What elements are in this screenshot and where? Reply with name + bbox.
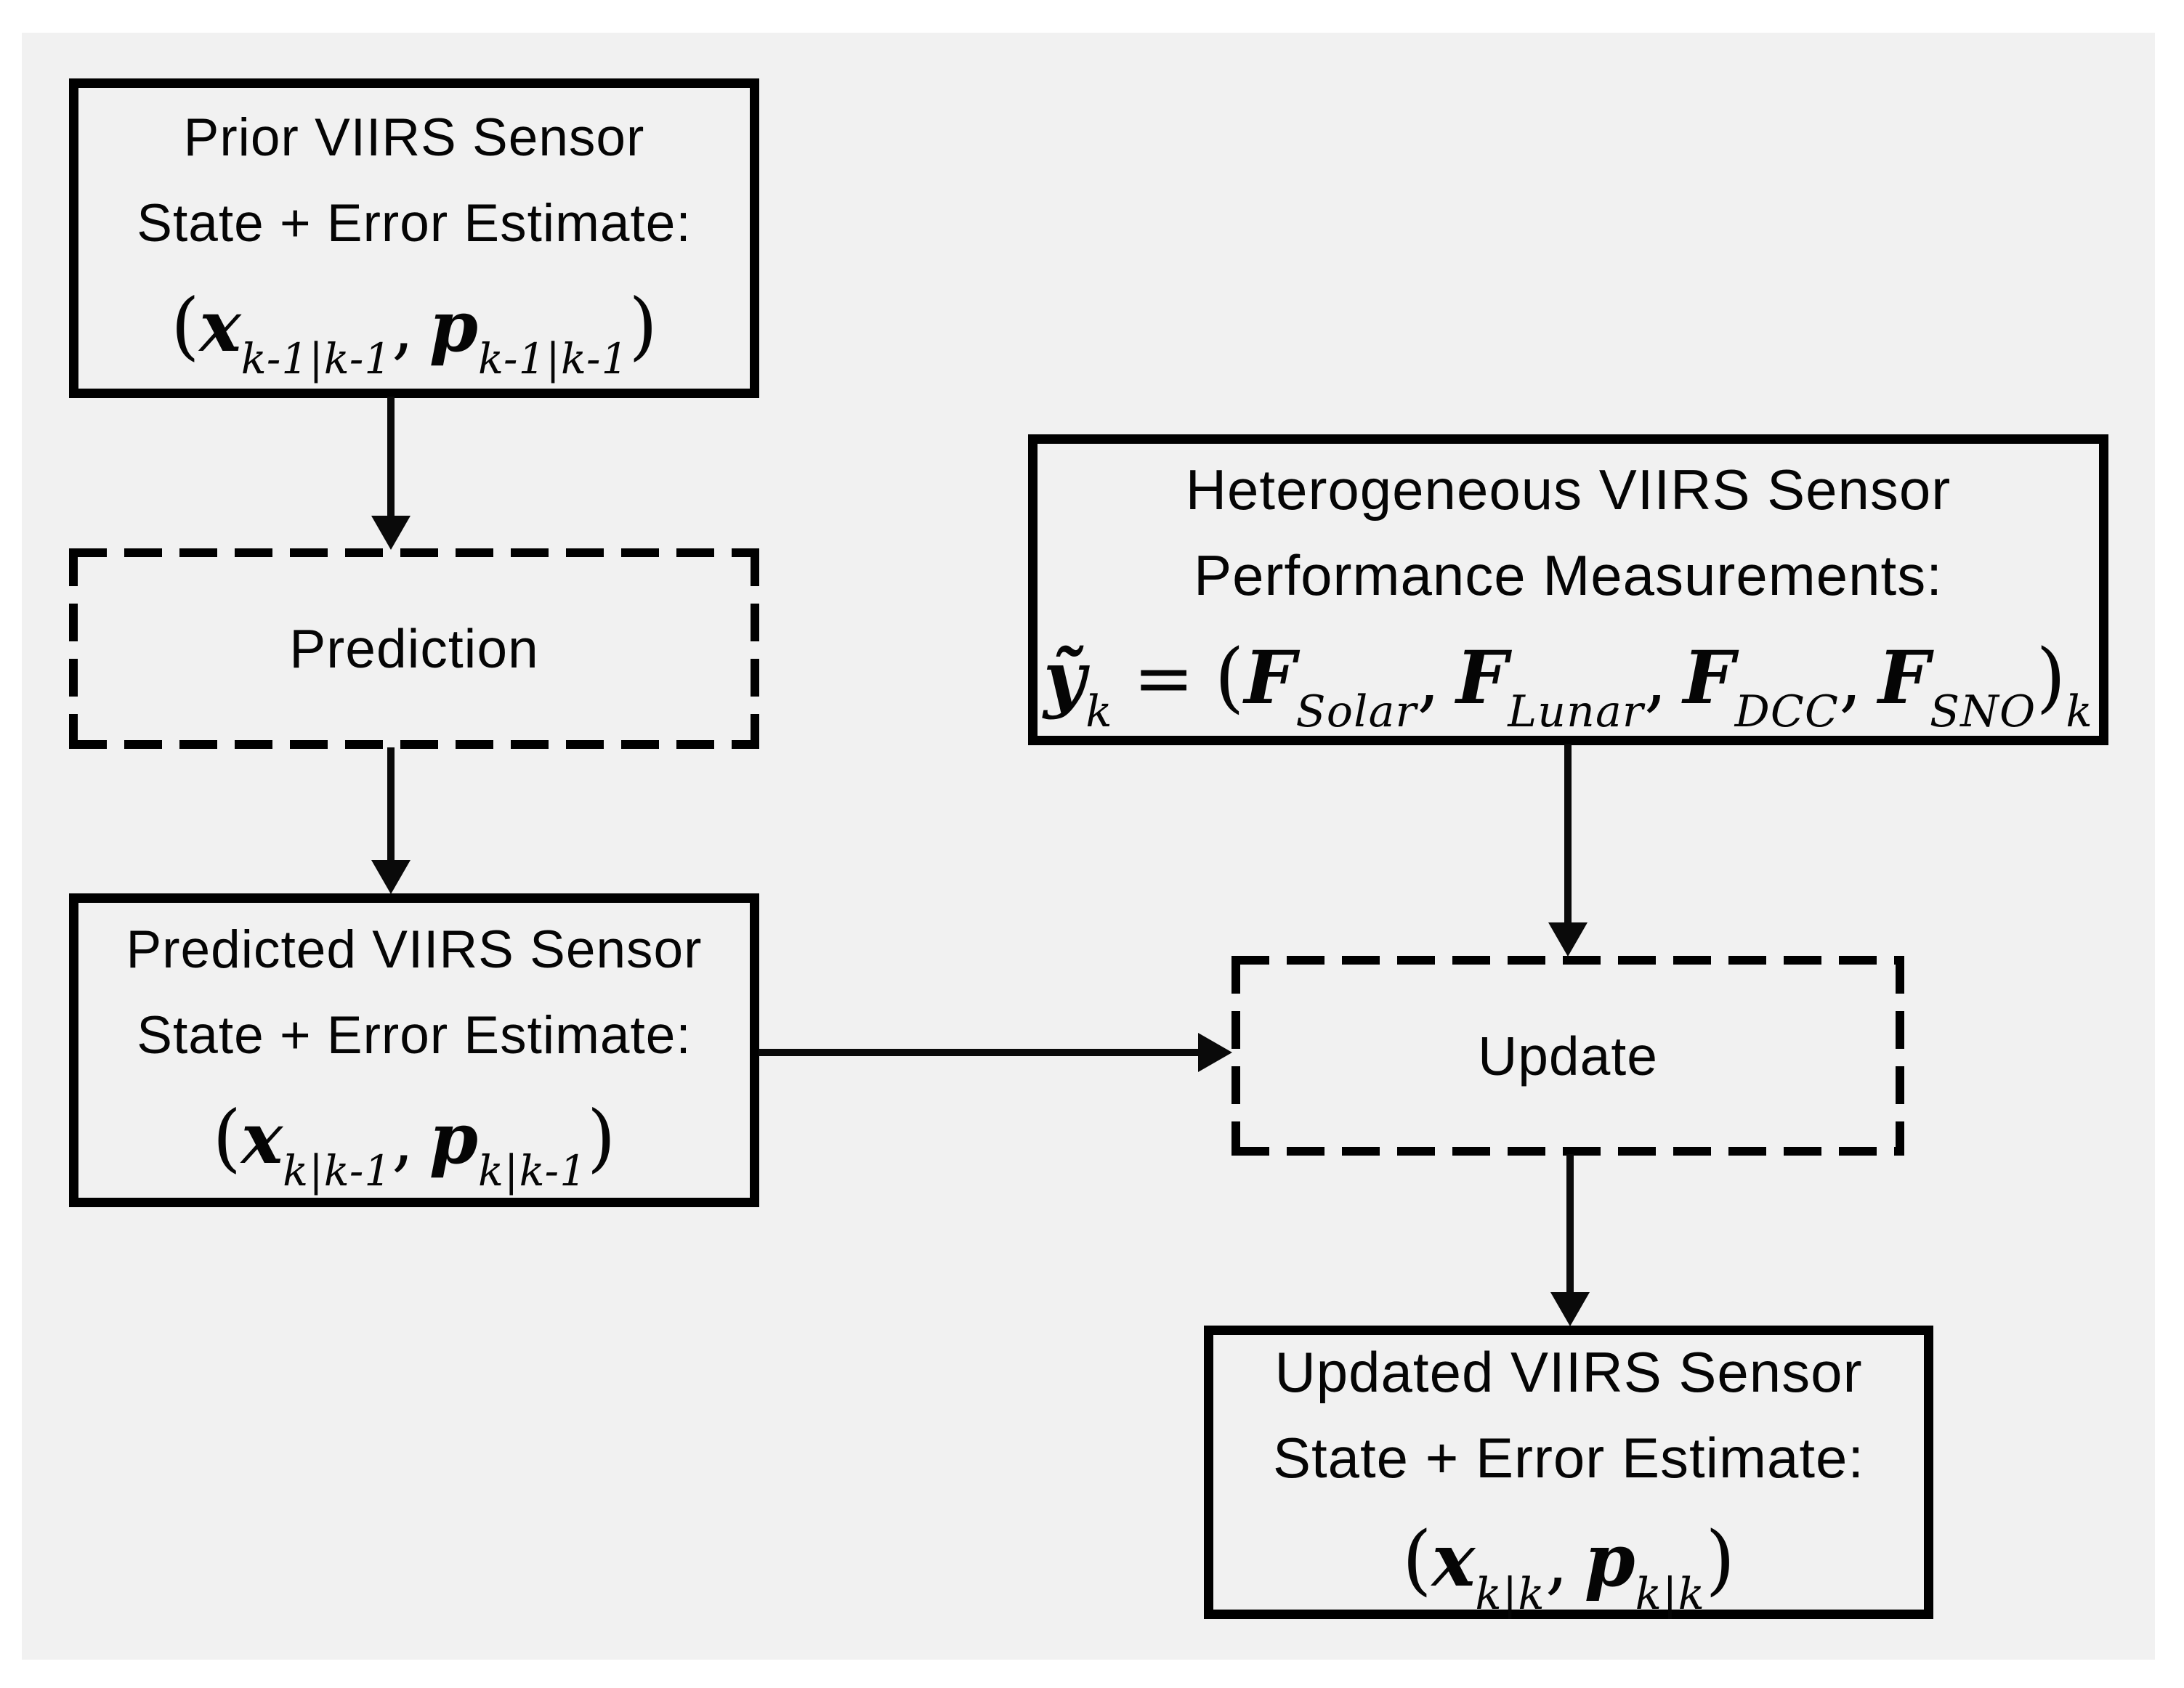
predicted-state-formula: (xk|k-1,pk|k-1) — [213, 1083, 616, 1193]
math-subscript: k-1|k-1 — [477, 334, 629, 384]
math-close-paren: ) — [2036, 633, 2066, 721]
node-text-line: State + Error Estimate: — [1272, 1426, 1865, 1490]
node-measurements: Heterogeneous VIIRS Sensor Performance M… — [1028, 434, 2108, 745]
math-close-paren: ) — [587, 1095, 616, 1180]
node-updated-state: Updated VIIRS Sensor State + Error Estim… — [1204, 1326, 1933, 1619]
node-text-line: Performance Measurements: — [1194, 543, 1943, 607]
math-open-paren: ( — [212, 1095, 241, 1180]
arrow-line — [1564, 744, 1572, 924]
math-variable: x — [1431, 1517, 1476, 1603]
math-comma: , — [1839, 636, 1862, 721]
math-variable: x — [240, 1097, 283, 1180]
arrow-line — [387, 747, 395, 862]
arrowhead-down-icon — [1550, 1292, 1590, 1326]
measurements-formula: ỹk=(FSolar,FLunar,FDCC,FSNO)k — [1043, 622, 2093, 734]
math-open-paren: ( — [1214, 633, 1245, 721]
node-predicted-state: Predicted VIIRS Sensor State + Error Est… — [69, 893, 759, 1207]
arrowhead-right-icon — [1198, 1033, 1232, 1072]
node-prior-state: Prior VIIRS Sensor State + Error Estimat… — [69, 78, 759, 398]
math-close-paren: ) — [1705, 1515, 1736, 1604]
node-text-line: Predicted VIIRS Sensor — [126, 920, 703, 979]
arrowhead-down-icon — [371, 860, 410, 894]
math-comma: , — [392, 286, 414, 368]
math-comma: , — [1545, 1518, 1569, 1603]
math-variable: F — [1456, 635, 1508, 721]
node-text-line: Prior VIIRS Sensor — [183, 108, 645, 167]
node-text-line: Updated VIIRS Sensor — [1274, 1340, 1863, 1404]
math-close-paren: ) — [628, 283, 658, 368]
math-subscript: k|k-1 — [477, 1146, 588, 1196]
math-open-paren: ( — [1402, 1515, 1432, 1604]
math-subscript: Solar — [1295, 686, 1417, 737]
node-label: Update — [1478, 1025, 1658, 1087]
math-variable: p — [1584, 1517, 1635, 1603]
math-variable: ỹ — [1043, 635, 1086, 721]
math-subscript: k — [1085, 686, 1113, 737]
arrow-line — [1566, 1154, 1574, 1294]
math-subscript: k-1|k-1 — [240, 334, 392, 384]
math-open-paren: ( — [171, 283, 200, 368]
math-subscript: SNO — [1929, 686, 2037, 737]
math-subscript: k|k — [1475, 1568, 1545, 1620]
math-subscript: k|k — [1635, 1568, 1706, 1620]
node-text-line: State + Error Estimate: — [137, 1006, 692, 1065]
arrow-line — [387, 397, 395, 518]
math-variable: F — [1244, 635, 1296, 721]
math-variable: x — [199, 285, 241, 368]
math-comma: , — [1417, 636, 1441, 721]
flowchart-canvas: Prior VIIRS Sensor State + Error Estimat… — [22, 33, 2155, 1660]
node-text-line: Heterogeneous VIIRS Sensor — [1185, 458, 1952, 522]
node-text-line: State + Error Estimate: — [137, 194, 692, 253]
math-variable: F — [1683, 635, 1735, 721]
prior-state-formula: (xk-1|k-1,pk-1|k-1) — [171, 271, 658, 381]
math-variable: p — [429, 1097, 478, 1180]
math-subscript: k|k-1 — [283, 1146, 392, 1196]
arrow-line — [759, 1049, 1200, 1056]
node-label: Prediction — [289, 618, 539, 679]
math-comma: , — [1643, 636, 1667, 721]
node-update-step: Update — [1231, 956, 1904, 1156]
arrowhead-down-icon — [1548, 922, 1588, 957]
math-subscript: k — [2066, 686, 2093, 737]
math-variable: F — [1877, 635, 1930, 721]
math-subscript: DCC — [1734, 686, 1840, 737]
arrowhead-down-icon — [371, 516, 410, 550]
node-prediction-step: Prediction — [69, 548, 759, 749]
math-equals: = — [1133, 636, 1194, 721]
math-subscript: Lunar — [1508, 686, 1644, 737]
math-variable: p — [429, 285, 478, 368]
updated-state-formula: (xk|k,pk|k) — [1402, 1505, 1736, 1616]
math-comma: , — [392, 1098, 414, 1180]
